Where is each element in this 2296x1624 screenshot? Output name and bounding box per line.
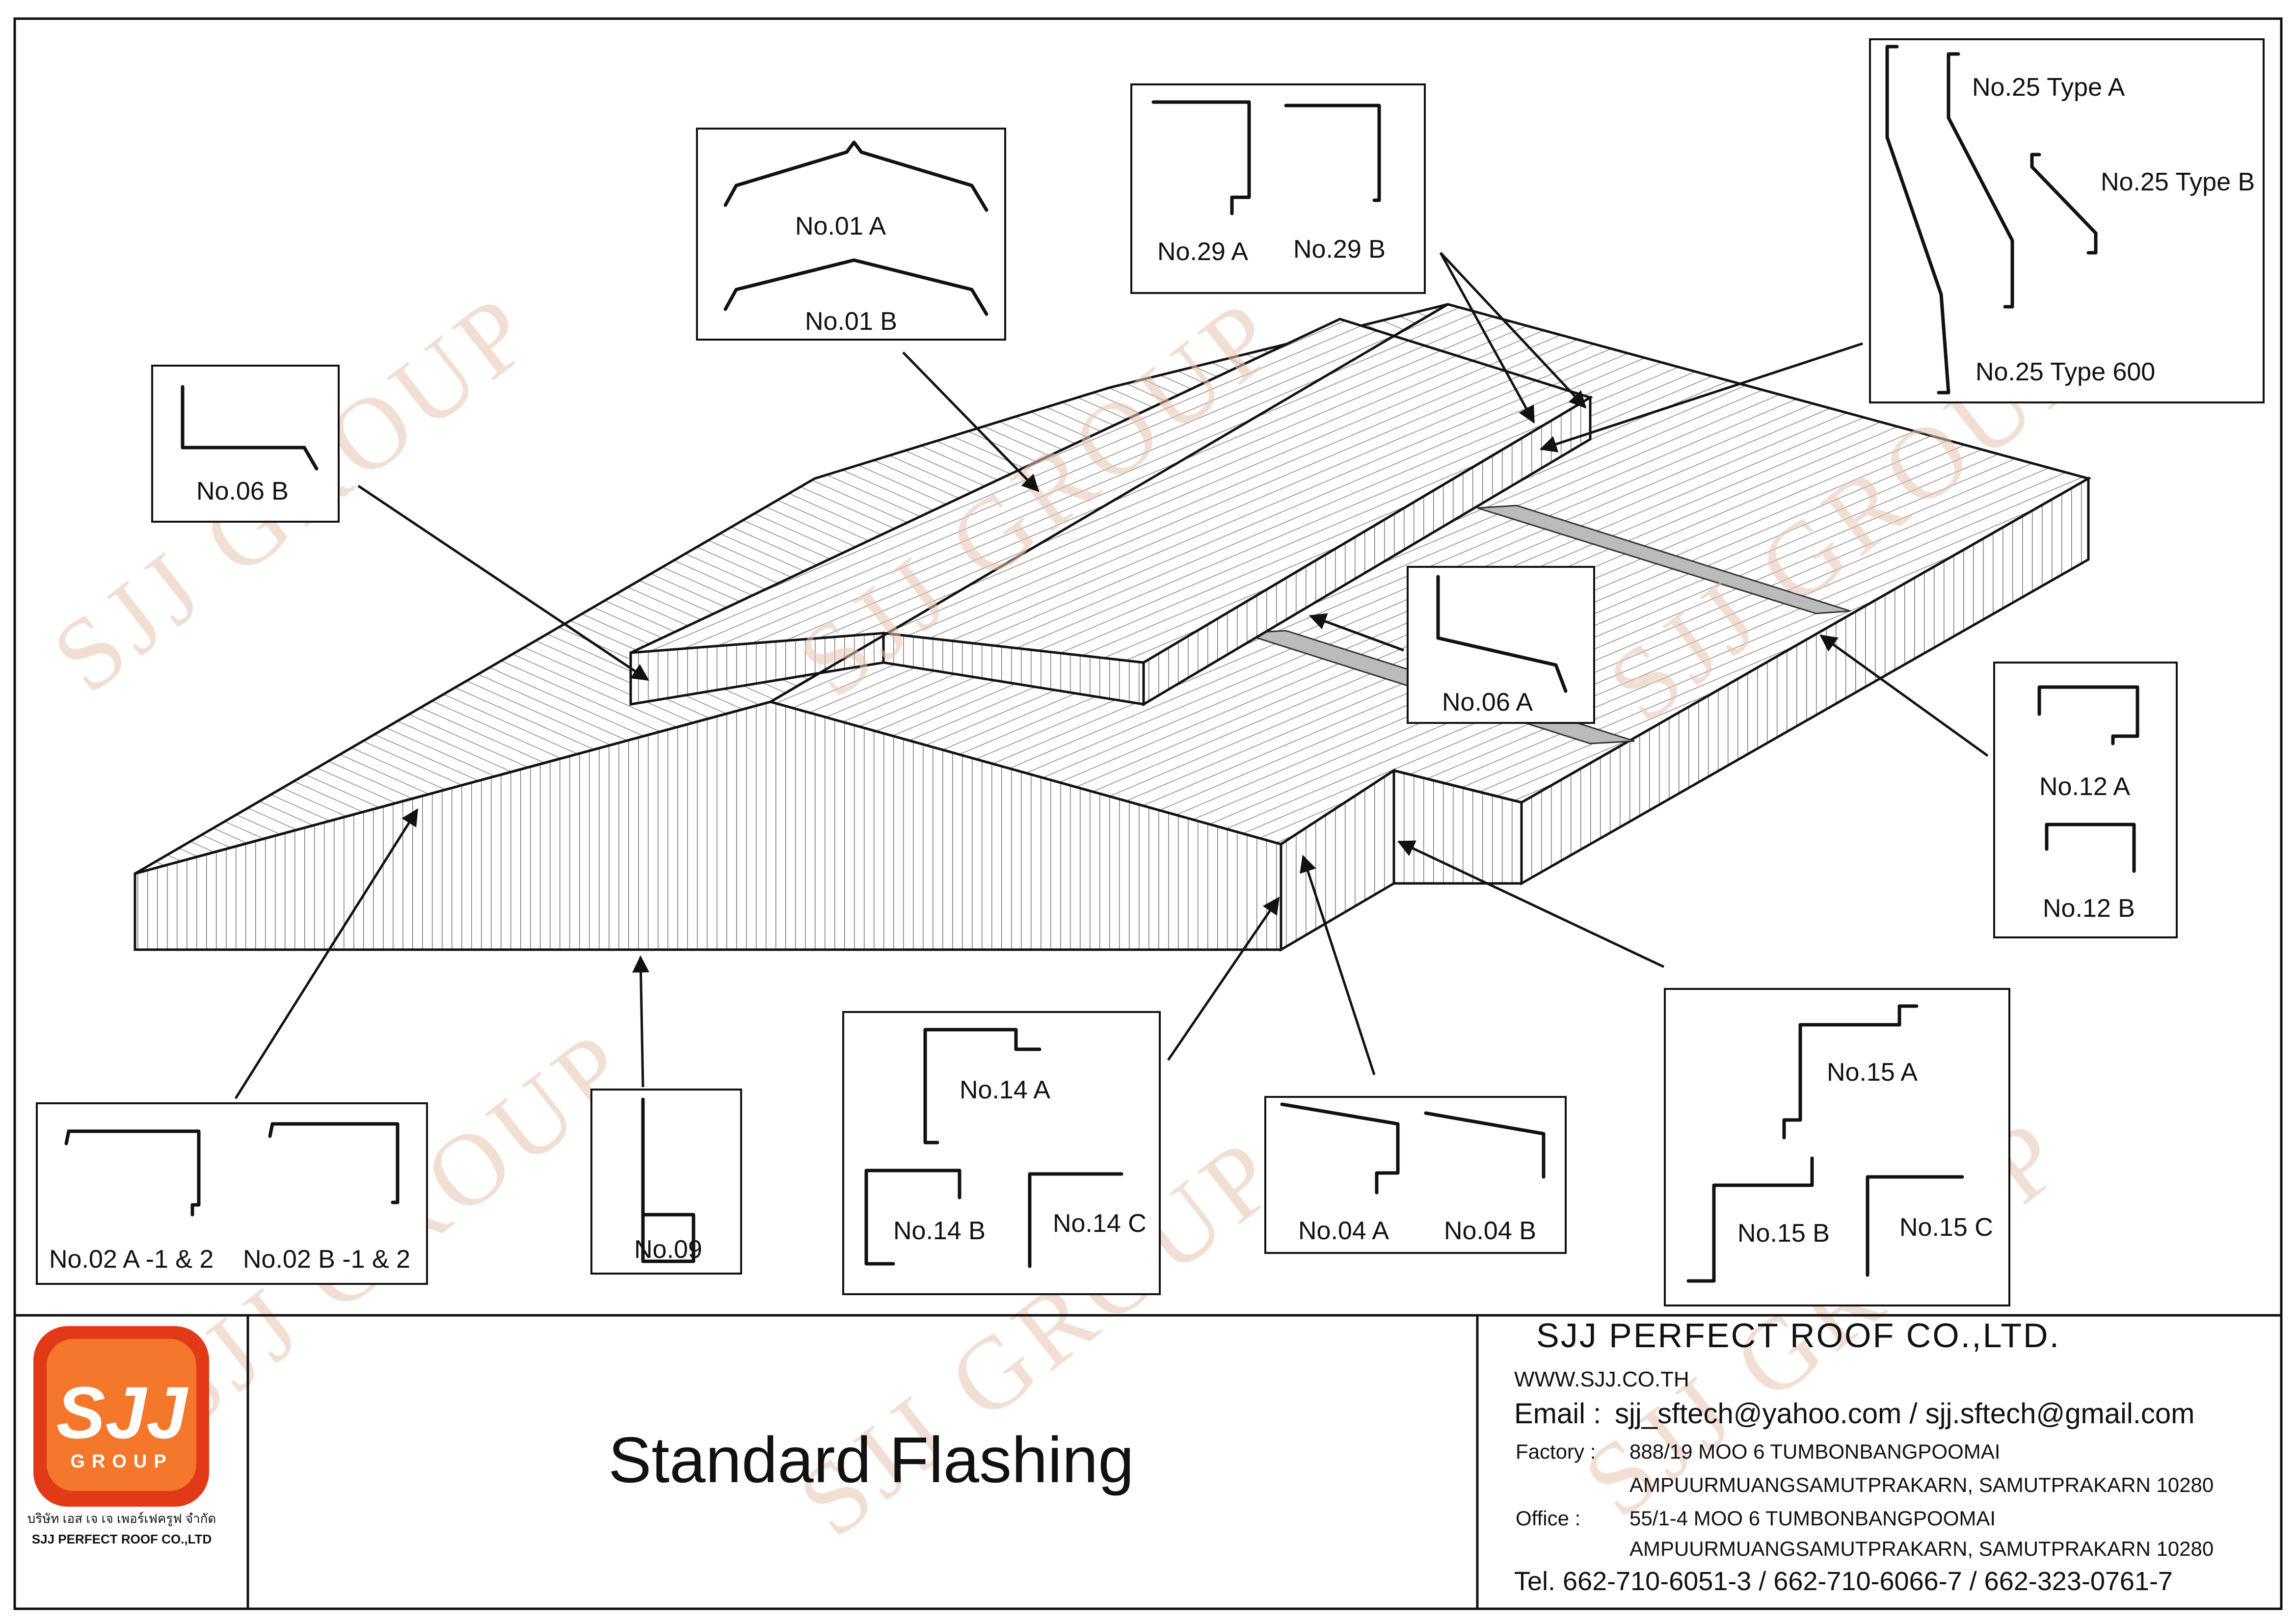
drawing-title: Standard Flashing bbox=[608, 1424, 1134, 1496]
detail-no25: No.25 Type A No.25 Type B No.25 Type 600 bbox=[1869, 38, 2265, 403]
label-no14b: No.14 B bbox=[893, 1217, 986, 1245]
factory-label: Factory : bbox=[1516, 1440, 1596, 1463]
detail-no29: No.29 A No.29 B bbox=[1130, 83, 1426, 294]
label-no12b: No.12 B bbox=[2043, 894, 2135, 923]
label-no04b: No.04 B bbox=[1444, 1217, 1536, 1245]
sjj-logo: SJJ GROUP บริษัท เอส เจ เจ เพอร์เฟครูฟ จ… bbox=[27, 1326, 216, 1546]
leader-lines bbox=[234, 252, 1989, 1099]
detail-no09: No.09 bbox=[590, 1089, 742, 1275]
upper-roof-right bbox=[1142, 395, 1592, 707]
label-no01b: No.01 B bbox=[805, 307, 897, 336]
label-no25b: No.25 Type B bbox=[2101, 168, 2255, 196]
label-no04a: No.04 A bbox=[1298, 1217, 1389, 1245]
factory-line-1: 888/19 MOO 6 TUMBONBANGPOOMAI bbox=[1629, 1440, 2000, 1463]
detail-no02: No.02 A -1 & 2 No.02 B -1 & 2 bbox=[36, 1102, 428, 1285]
label-no01a: No.01 A bbox=[795, 212, 886, 240]
office-label: Office : bbox=[1516, 1507, 1580, 1530]
detail-no06a: No.06 A bbox=[1407, 566, 1595, 724]
detail-no01: No.01 A No.01 B bbox=[696, 128, 1006, 341]
label-no15a: No.15 A bbox=[1827, 1058, 1918, 1087]
detail-no14: No.14 A No.14 B No.14 C bbox=[842, 1011, 1161, 1295]
sheet-border bbox=[13, 17, 2283, 1610]
title-block: SJJ GROUP บริษัท เอส เจ เจ เพอร์เฟครูฟ จ… bbox=[15, 1314, 2281, 1609]
step-wall-front bbox=[1280, 768, 1395, 952]
detail-no12: No.12 A No.12 B bbox=[1993, 662, 2178, 938]
detail-no06b: No.06 B bbox=[151, 365, 340, 523]
label-no14c: No.14 C bbox=[1053, 1209, 1147, 1238]
email-value: sjj_sftech@yahoo.com / sjj.sftech@gmail.… bbox=[1615, 1398, 2195, 1430]
label-no06b: No.06 B bbox=[196, 477, 289, 506]
company-tel: Tel. 662-710-6051-3 / 662-710-6066-7 / 6… bbox=[1514, 1567, 2173, 1596]
label-no25-600: No.25 Type 600 bbox=[1976, 358, 2155, 386]
label-no06a: No.06 A bbox=[1442, 688, 1533, 717]
company-website: WWW.SJJ.CO.TH bbox=[1514, 1367, 1689, 1391]
logo-caption: SJJ PERFECT ROOF CO.,LTD bbox=[32, 1532, 212, 1546]
logo-text: SJJ bbox=[56, 1371, 188, 1454]
factory-line-2: AMPUURMUANGSAMUTPRAKARN, SAMUTPRAKARN 10… bbox=[1629, 1473, 2214, 1496]
logo-thai-caption: บริษัท เอส เจ เจ เพอร์เฟครูฟ จำกัด bbox=[27, 1511, 216, 1526]
detail-no04: No.04 A No.04 B bbox=[1264, 1096, 1567, 1254]
label-no12a: No.12 A bbox=[2039, 772, 2130, 801]
label-no15b: No.15 B bbox=[1737, 1219, 1830, 1248]
label-no29b: No.29 B bbox=[1293, 235, 1386, 264]
email-label: Email : bbox=[1514, 1398, 1601, 1430]
office-line-2: AMPUURMUANGSAMUTPRAKARN, SAMUTPRAKARN 10… bbox=[1629, 1537, 2214, 1560]
logo-subtext: GROUP bbox=[70, 1451, 173, 1472]
label-no15c: No.15 C bbox=[1899, 1213, 1993, 1242]
label-no25a: No.25 Type A bbox=[1972, 73, 2125, 102]
company-name: SJJ PERFECT ROOF CO.,LTD. bbox=[1536, 1316, 2060, 1355]
detail-no15: No.15 A No.15 B No.15 C bbox=[1664, 988, 2010, 1306]
label-no02b: No.02 B -1 & 2 bbox=[243, 1245, 410, 1274]
label-no14a: No.14 A bbox=[960, 1076, 1050, 1104]
office-line-1: 55/1-4 MOO 6 TUMBONBANGPOOMAI bbox=[1629, 1507, 1996, 1530]
label-no02: No.02 A -1 & 2 bbox=[49, 1245, 214, 1274]
label-no09: No.09 bbox=[634, 1235, 702, 1264]
roof-gap-strip-2 bbox=[1477, 505, 1851, 614]
label-no29a: No.29 A bbox=[1157, 238, 1248, 266]
